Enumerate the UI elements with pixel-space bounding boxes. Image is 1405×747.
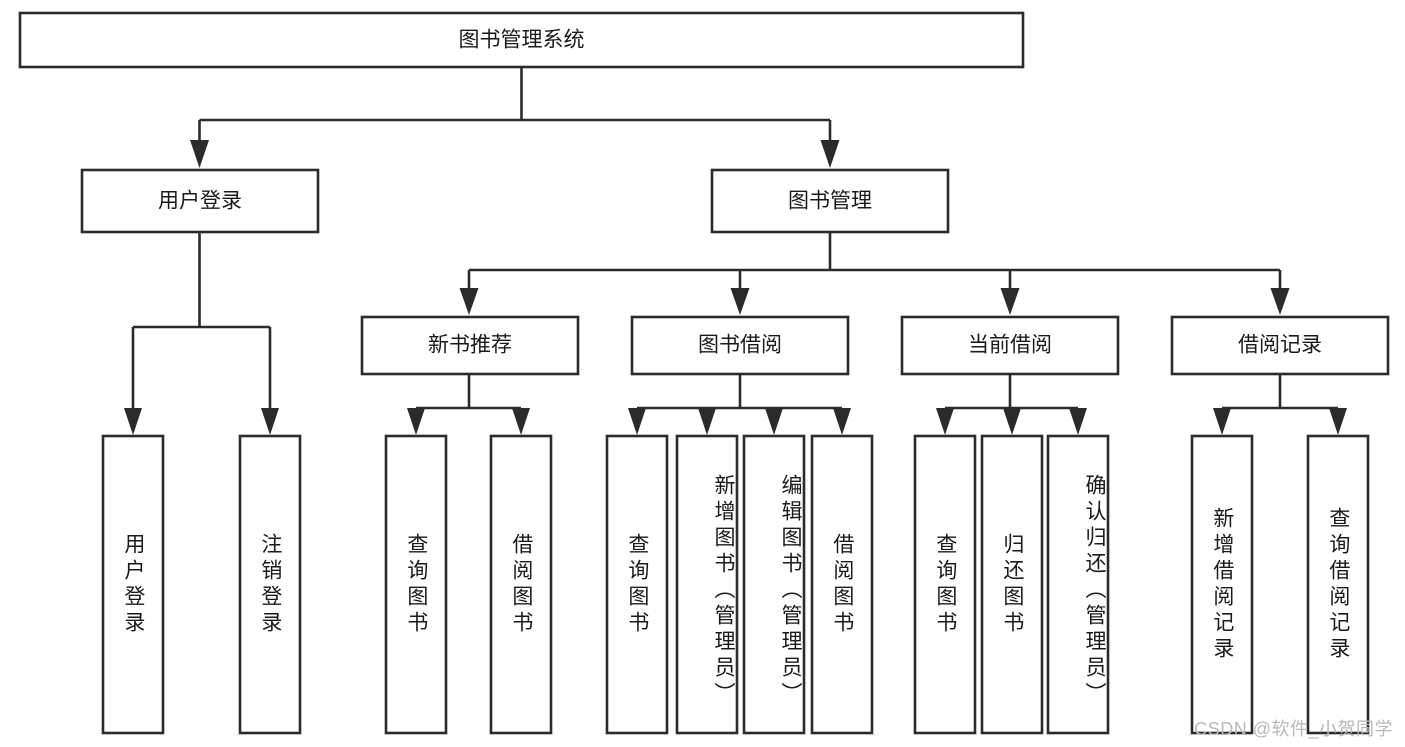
arrow-head-leaf-query-book-1	[407, 408, 425, 435]
arrow-head-leaf-borrow-book-1	[512, 408, 530, 435]
arrow-head-new-book-recommend	[459, 288, 479, 315]
node-book-manage[interactable]: 图书管理	[710, 168, 950, 234]
leaf-boxes-new-book-recommend	[384, 434, 553, 735]
leaf-query-book-2-box[interactable]	[605, 434, 669, 735]
node-book-borrow-label: 图书借阅	[698, 334, 782, 357]
connector-group-current-borrow	[936, 374, 1087, 435]
node-user-login-box[interactable]	[80, 168, 320, 234]
leaf-boxes-user-login	[101, 434, 302, 735]
node-book-borrow[interactable]: 图书借阅	[630, 315, 850, 376]
arrow-head-current-borrow	[1000, 288, 1020, 315]
connector-group-book-manage	[459, 232, 1290, 315]
connector-group-user-login	[124, 232, 279, 435]
node-root-label: 图书管理系统	[459, 29, 585, 52]
node-borrow-record-label: 借阅记录	[1238, 334, 1322, 357]
arrow-head-user-login	[190, 140, 209, 168]
arrow-head-borrow-record	[1270, 288, 1290, 315]
arrow-head-leaf-query-book-2	[628, 408, 646, 435]
connector-group-book-borrow	[628, 374, 851, 435]
node-current-borrow[interactable]: 当前借阅	[900, 315, 1120, 376]
leaf-return-book-box[interactable]	[980, 434, 1044, 735]
arrow-head-leaf-confirm-return	[1069, 408, 1087, 435]
node-root-box[interactable]	[18, 11, 1025, 69]
node-borrow-record-box[interactable]	[1170, 315, 1390, 376]
leaf-borrow-book-2-box[interactable]	[810, 434, 874, 735]
arrow-head-book-manage	[820, 140, 840, 168]
node-user-login-label: 用户登录	[158, 190, 242, 213]
leaf-boxes-book-borrow	[605, 434, 874, 735]
arrow-head-leaf-return-book	[1003, 408, 1021, 435]
leaf-confirm-return-box[interactable]	[1046, 434, 1110, 735]
arrow-head-leaf-add-book	[698, 408, 716, 435]
leaf-user-login-box[interactable]	[101, 434, 165, 735]
arrow-head-leaf-user-logout	[261, 408, 279, 435]
leaf-boxes-borrow-record	[1190, 434, 1370, 735]
arrow-head-leaf-query-book-3	[936, 408, 954, 435]
node-new-book-recommend-box[interactable]	[360, 315, 580, 376]
leaf-user-logout-box[interactable]	[238, 434, 302, 735]
node-current-borrow-label: 当前借阅	[968, 334, 1052, 357]
leaf-query-book-1-box[interactable]	[384, 434, 448, 735]
node-borrow-record[interactable]: 借阅记录	[1170, 315, 1390, 376]
leaf-borrow-book-1-box[interactable]	[489, 434, 553, 735]
node-current-borrow-box[interactable]	[900, 315, 1120, 376]
node-new-book-recommend-label: 新书推荐	[428, 334, 512, 357]
arrow-head-leaf-query-record	[1329, 408, 1347, 435]
leaf-add-record-box[interactable]	[1190, 434, 1254, 735]
arrow-head-book-borrow	[730, 288, 750, 315]
node-book-manage-box[interactable]	[710, 168, 950, 234]
connector-group-root	[190, 67, 840, 168]
csdn-watermark: CSDN @软件_小贺同学	[1194, 719, 1393, 739]
connector-group-new-book-recommend	[407, 374, 530, 435]
leaf-add-book-box[interactable]	[675, 434, 739, 735]
node-new-book-recommend[interactable]: 新书推荐	[360, 315, 580, 376]
leaf-boxes-current-borrow	[913, 434, 1110, 735]
arrow-head-leaf-add-record	[1213, 408, 1231, 435]
leaf-query-record-box[interactable]	[1306, 434, 1370, 735]
node-book-manage-label: 图书管理	[788, 190, 872, 213]
arrow-head-leaf-borrow-book-2	[833, 408, 851, 435]
node-user-login[interactable]: 用户登录	[80, 168, 320, 234]
leaf-edit-book-box[interactable]	[742, 434, 806, 735]
leaf-query-book-3-box[interactable]	[913, 434, 977, 735]
arrow-head-leaf-edit-book	[765, 408, 783, 435]
arrow-head-leaf-user-login	[124, 408, 142, 435]
node-root[interactable]: 图书管理系统	[18, 11, 1025, 69]
node-book-borrow-box[interactable]	[630, 315, 850, 376]
connector-group-borrow-record	[1213, 374, 1347, 435]
